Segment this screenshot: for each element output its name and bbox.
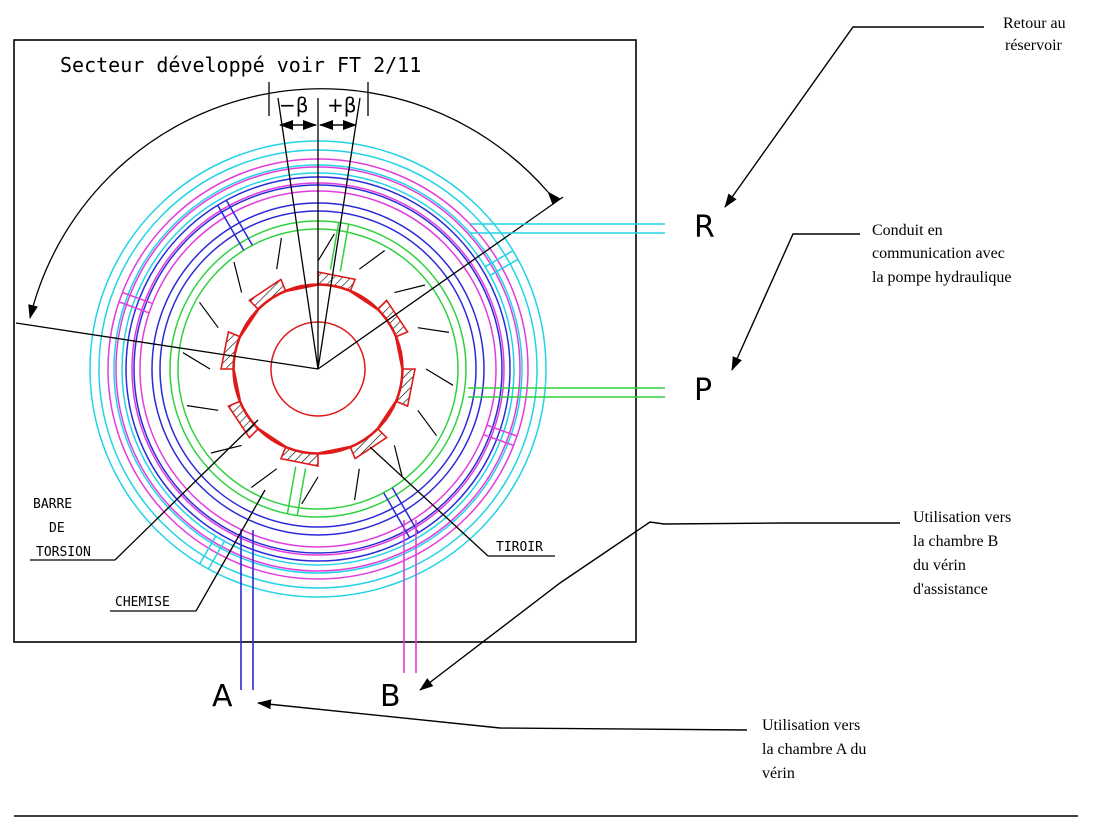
slot-hatch-line <box>250 468 278 488</box>
sector-title: Secteur développé voir FT 2/11 <box>60 53 421 77</box>
sector-arc <box>28 88 561 319</box>
beta-dimension: −β +β <box>279 93 357 130</box>
slot-hatch-line <box>186 405 219 411</box>
slot-hatch-line <box>358 250 386 270</box>
ring-connector-5 <box>383 492 411 539</box>
minus-beta-label: −β <box>279 93 309 117</box>
tiroir-label: TIROIR <box>496 540 543 555</box>
slot-hatch-line <box>417 327 450 333</box>
note-pompe-line-3: la pompe hydraulique <box>872 269 1012 286</box>
port-pipes <box>240 223 665 690</box>
note-chambre-b: Utilisation vers la chambre B du vérin d… <box>913 509 1011 598</box>
slot-hatch-line <box>182 352 211 370</box>
slot-hatch-line <box>394 284 426 294</box>
slot-hatch-line <box>354 468 360 501</box>
note-pompe-line-1: Conduit en <box>872 222 943 239</box>
note-chambre-a-line-2: la chambre A du <box>762 741 866 758</box>
slot-hatch-line <box>417 409 437 437</box>
note-chambre-b-line-2: la chambre B <box>913 533 998 550</box>
port-p-label: P <box>694 373 712 408</box>
slot-hatch-line <box>233 261 243 293</box>
barre-label-2: DE <box>49 521 65 536</box>
note-pompe: Conduit en communication avec la pompe h… <box>872 222 1012 286</box>
port-a-label: A <box>212 679 233 714</box>
port-r-label: R <box>694 210 715 245</box>
slot-hatch-line <box>317 233 335 262</box>
note-retour-line-1: Retour au <box>1003 15 1066 32</box>
ring-connector-5 <box>391 487 419 534</box>
port-b-label: B <box>380 679 401 714</box>
component-labels: BARRE DE TORSION CHEMISE TIROIR <box>30 419 555 612</box>
note-chambre-b-line-4: d'assistance <box>913 581 988 598</box>
slot-hatch-line <box>276 237 282 270</box>
note-retour: Retour au réservoir <box>1003 15 1066 54</box>
slot-hatch-line <box>210 444 242 454</box>
ring-connector-1 <box>199 535 217 565</box>
slot-hatch-line <box>425 368 454 386</box>
ring-connector-6 <box>286 466 297 515</box>
note-chambre-a: Utilisation vers la chambre A du vérin <box>762 717 866 782</box>
chemise-label: CHEMISE <box>115 595 170 610</box>
note-chambre-a-line-3: vérin <box>762 765 795 782</box>
slot-hatch-line <box>301 476 319 505</box>
slot-hatch-line <box>199 301 219 329</box>
ring-connector-2 <box>483 433 514 447</box>
barre-label-3: TORSION <box>36 545 91 560</box>
callouts <box>257 26 984 731</box>
note-chambre-a-line-1: Utilisation vers <box>762 717 860 734</box>
plus-beta-label: +β <box>327 93 357 117</box>
drawing-frame <box>13 39 637 643</box>
ring-connector-6 <box>296 468 307 516</box>
barre-label-1: BARRE <box>33 497 72 512</box>
slot-hatch-line <box>393 445 403 477</box>
note-chambre-b-line-1: Utilisation vers <box>913 509 1011 526</box>
note-retour-line-2: réservoir <box>1005 37 1063 54</box>
ring-connector-1 <box>207 540 225 570</box>
ring-connector-2 <box>486 424 518 437</box>
note-chambre-b-line-3: du vérin <box>913 557 966 574</box>
note-pompe-line-2: communication avec <box>872 245 1005 262</box>
